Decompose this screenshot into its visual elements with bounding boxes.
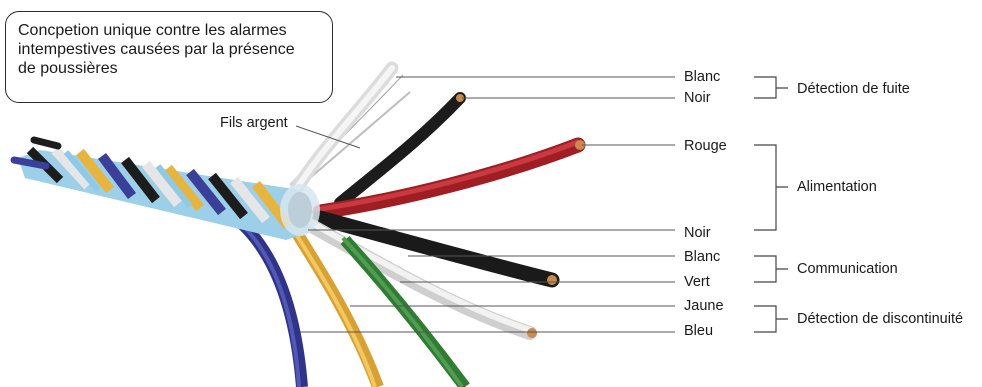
- dust-callout: Concpetion unique contre les alarmes int…: [5, 11, 333, 103]
- callout-line-3: de poussières: [18, 59, 320, 78]
- fils-argent-label: Fils argent: [220, 115, 288, 131]
- callout-line-1: Concpetion unique contre les alarmes: [18, 21, 320, 40]
- label-rouge: Rouge: [684, 138, 727, 154]
- label-blanc-1: Blanc: [684, 69, 720, 85]
- group-brackets: [754, 77, 788, 332]
- cable-illustration: [14, 68, 585, 387]
- label-noir-2: Noir: [684, 225, 711, 241]
- group-detection-discontinuite: Détection de discontinuité: [797, 311, 963, 327]
- label-bleu: Bleu: [684, 323, 713, 339]
- callout-line-2: intempestives causées par la présence: [18, 40, 320, 59]
- label-noir-1: Noir: [684, 90, 711, 106]
- group-communication: Communication: [797, 261, 898, 277]
- label-vert: Vert: [684, 274, 710, 290]
- label-blanc-2: Blanc: [684, 249, 720, 265]
- label-jaune: Jaune: [684, 298, 724, 314]
- group-alimentation: Alimentation: [797, 179, 877, 195]
- group-detection-fuite: Détection de fuite: [797, 81, 910, 97]
